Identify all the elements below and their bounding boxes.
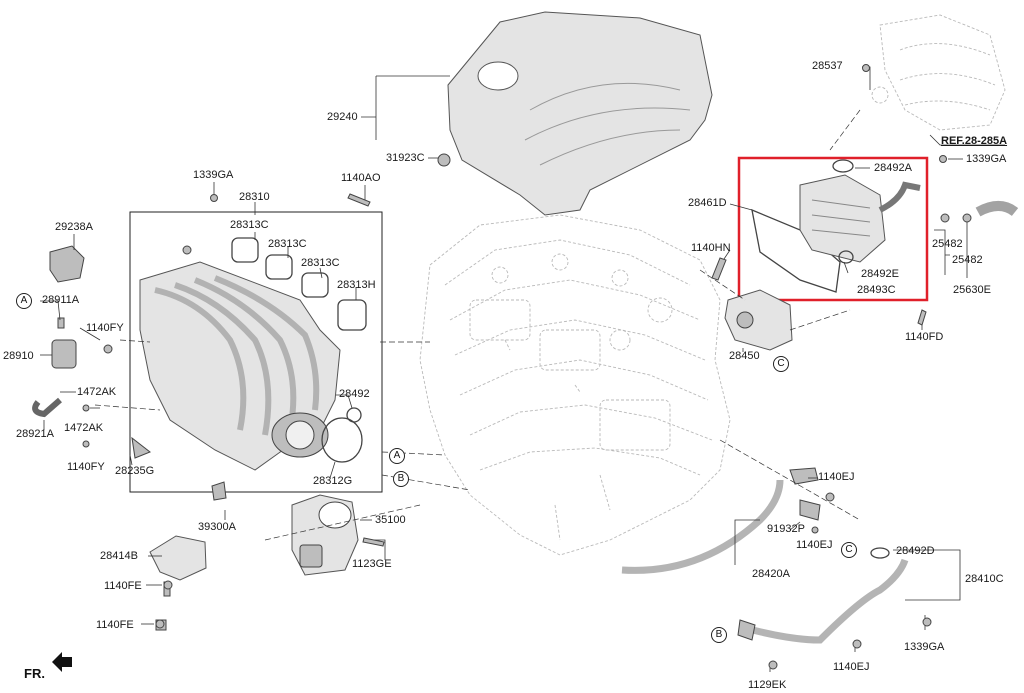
label-1140ej-c: 1140EJ — [833, 661, 870, 673]
egr-cooler — [751, 159, 921, 293]
reference-pump — [871, 14, 1006, 131]
label-ref-28-285a: REF.28-285A — [941, 135, 1008, 147]
label-1339ga-top: 1339GA — [966, 153, 1007, 165]
label-1140fy-a: 1140FY — [86, 322, 124, 334]
engine-cover — [447, 11, 713, 216]
label-91932p: 91932P — [767, 523, 805, 535]
label-29240: 29240 — [327, 111, 358, 123]
label-28910: 28910 — [3, 350, 34, 362]
label-28414b: 28414B — [100, 550, 138, 562]
label-28492d: 28492D — [896, 545, 935, 557]
label-25630e: 25630E — [953, 284, 991, 296]
intake-manifold-group-box — [129, 211, 383, 493]
ref-marker-b-mid: B — [393, 471, 409, 487]
intake-manifold — [139, 245, 341, 471]
label-31923c: 31923C — [386, 152, 425, 164]
label-35100: 35100 — [375, 514, 406, 526]
label-28461d: 28461D — [688, 197, 727, 209]
label-25482-b: 25482 — [952, 254, 983, 266]
label-28492a: 28492A — [874, 162, 912, 174]
ref-marker-c-mid: C — [773, 356, 789, 372]
label-1140fe-a: 1140FE — [104, 580, 142, 592]
label-1123ge: 1123GE — [352, 558, 392, 570]
ref-marker-b-bottom: B — [711, 627, 727, 643]
label-28313h: 28313H — [337, 279, 376, 291]
label-28410c: 28410C — [965, 573, 1004, 585]
leader-lines — [40, 66, 1005, 672]
clamp-1 — [940, 213, 950, 223]
left-side-parts — [32, 245, 151, 459]
label-28493c: 28493C — [857, 284, 896, 296]
label-28492e: 28492E — [861, 268, 899, 280]
label-28450: 28450 — [729, 350, 760, 362]
label-1140fe-b: 1140FE — [96, 619, 134, 631]
label-39300a: 39300A — [198, 521, 236, 533]
label-28313c-2: 28313C — [268, 238, 307, 250]
egr-valve — [724, 289, 793, 351]
label-28420a: 28420A — [752, 568, 790, 580]
label-1140hn: 1140HN — [691, 242, 731, 254]
egr-cooler-highlight-box — [737, 156, 929, 302]
label-28235g: 28235G — [115, 465, 155, 477]
ref-marker-a-left: A — [16, 293, 32, 309]
bolts — [155, 64, 947, 670]
throttle-body — [291, 494, 359, 576]
ref-marker-a-mid: A — [389, 448, 405, 464]
label-28312g: 28312G — [313, 475, 353, 487]
label-28310: 28310 — [239, 191, 270, 203]
label-1140ej-a: 1140EJ — [818, 471, 855, 483]
egr-pipes — [621, 467, 909, 644]
label-1339ga-bottom: 1339GA — [904, 641, 945, 653]
label-28492: 28492 — [339, 388, 370, 400]
label-1472ak-a: 1472AK — [77, 386, 117, 398]
water-hose — [975, 201, 1019, 217]
label-1140ej-b: 1140EJ — [796, 539, 833, 551]
front-direction-label: FR. — [24, 666, 45, 681]
label-1140fy-b: 1140FY — [67, 461, 105, 473]
label-1129ek: 1129EK — [748, 679, 787, 691]
engine-block-outline — [419, 214, 731, 556]
ref-marker-c-right: C — [841, 542, 857, 558]
label-28313c-1: 28313C — [230, 219, 269, 231]
manifold-gaskets — [231, 237, 367, 463]
front-arrow-icon — [52, 652, 72, 672]
grommet-31923c — [437, 153, 451, 167]
label-28911a: 28911A — [42, 294, 80, 306]
label-25482-a: 25482 — [932, 238, 963, 250]
label-29238a: 29238A — [55, 221, 93, 233]
label-28921a: 28921A — [16, 428, 54, 440]
label-1140ao: 1140AO — [341, 172, 381, 184]
label-1472ak-b: 1472AK — [64, 422, 104, 434]
label-28537: 28537 — [812, 60, 843, 72]
label-28313c-3: 28313C — [301, 257, 340, 269]
label-1140fd: 1140FD — [905, 331, 944, 343]
label-1339ga-left: 1339GA — [193, 169, 234, 181]
clamp-2 — [962, 213, 972, 223]
